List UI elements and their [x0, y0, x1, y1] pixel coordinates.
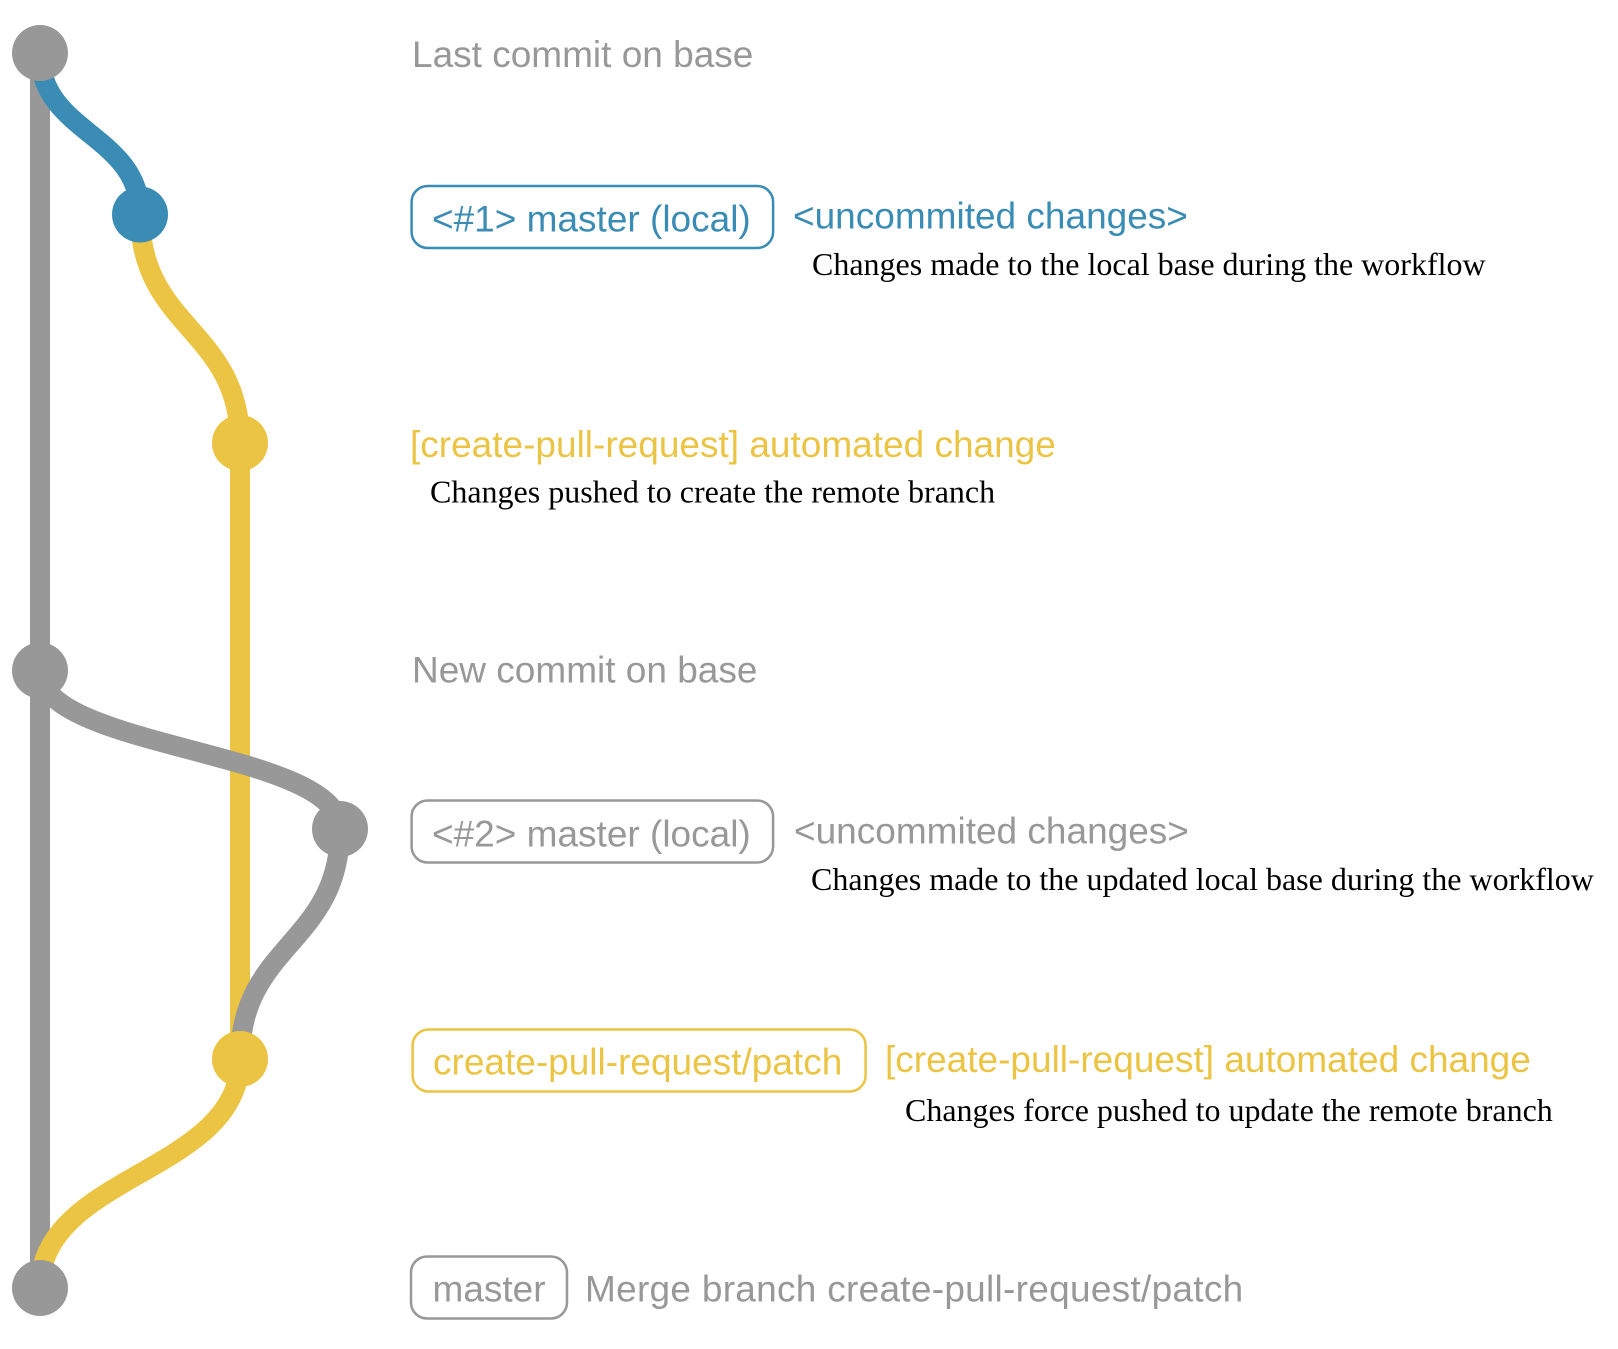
svg-text:Changes made to the updated lo: Changes made to the updated local base d… — [811, 861, 1594, 897]
svg-text:Changes force pushed to update: Changes force pushed to update the remot… — [905, 1092, 1553, 1128]
svg-text:[create-pull-request] automate: [create-pull-request] automated change — [885, 1039, 1531, 1080]
svg-text:<uncommited changes>: <uncommited changes> — [793, 196, 1188, 237]
svg-text:Last commit on base: Last commit on base — [412, 34, 753, 75]
svg-text:Changes pushed to create the r: Changes pushed to create the remote bran… — [430, 474, 995, 510]
svg-text:create-pull-request/patch: create-pull-request/patch — [433, 1042, 842, 1083]
svg-text:Merge branch create-pull-reque: Merge branch create-pull-request/patch — [585, 1268, 1243, 1309]
svg-text:Changes made to the local base: Changes made to the local base during th… — [812, 246, 1486, 282]
svg-text:<#1> master (local): <#1> master (local) — [432, 199, 751, 240]
svg-text:<uncommited changes>: <uncommited changes> — [794, 811, 1189, 852]
svg-text:<#2> master (local): <#2> master (local) — [432, 814, 751, 855]
svg-text:master: master — [433, 1268, 546, 1309]
svg-text:New commit on base: New commit on base — [412, 650, 757, 691]
svg-text:[create-pull-request] automate: [create-pull-request] automated change — [410, 424, 1056, 465]
